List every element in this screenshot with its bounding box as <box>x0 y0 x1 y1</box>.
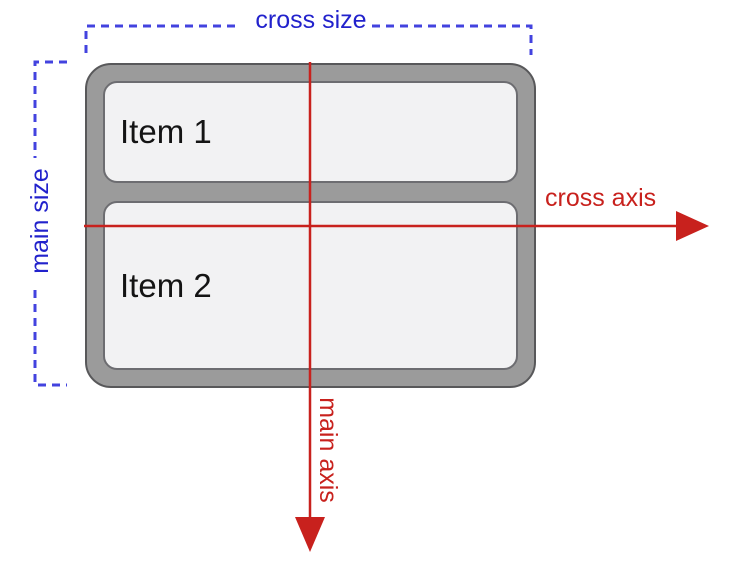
main-axis-label: main axis <box>314 397 342 503</box>
main-axis-arrowhead-icon <box>295 517 325 552</box>
main-size-label: main size <box>26 168 54 274</box>
cross-axis-label: cross axis <box>545 184 657 212</box>
cross-axis-arrowhead-icon <box>676 211 709 241</box>
flex-item-2-label: Item 2 <box>120 266 212 304</box>
cross-size-label: cross size <box>255 6 367 34</box>
flex-item-1: Item 1 <box>103 81 518 183</box>
main-size-bracket-bottom <box>33 290 67 387</box>
flex-item-2: Item 2 <box>103 201 518 370</box>
flex-item-1-label: Item 1 <box>120 113 212 150</box>
main-size-bracket-top <box>33 60 67 158</box>
flex-container: Item 1 Item 2 <box>85 63 536 388</box>
